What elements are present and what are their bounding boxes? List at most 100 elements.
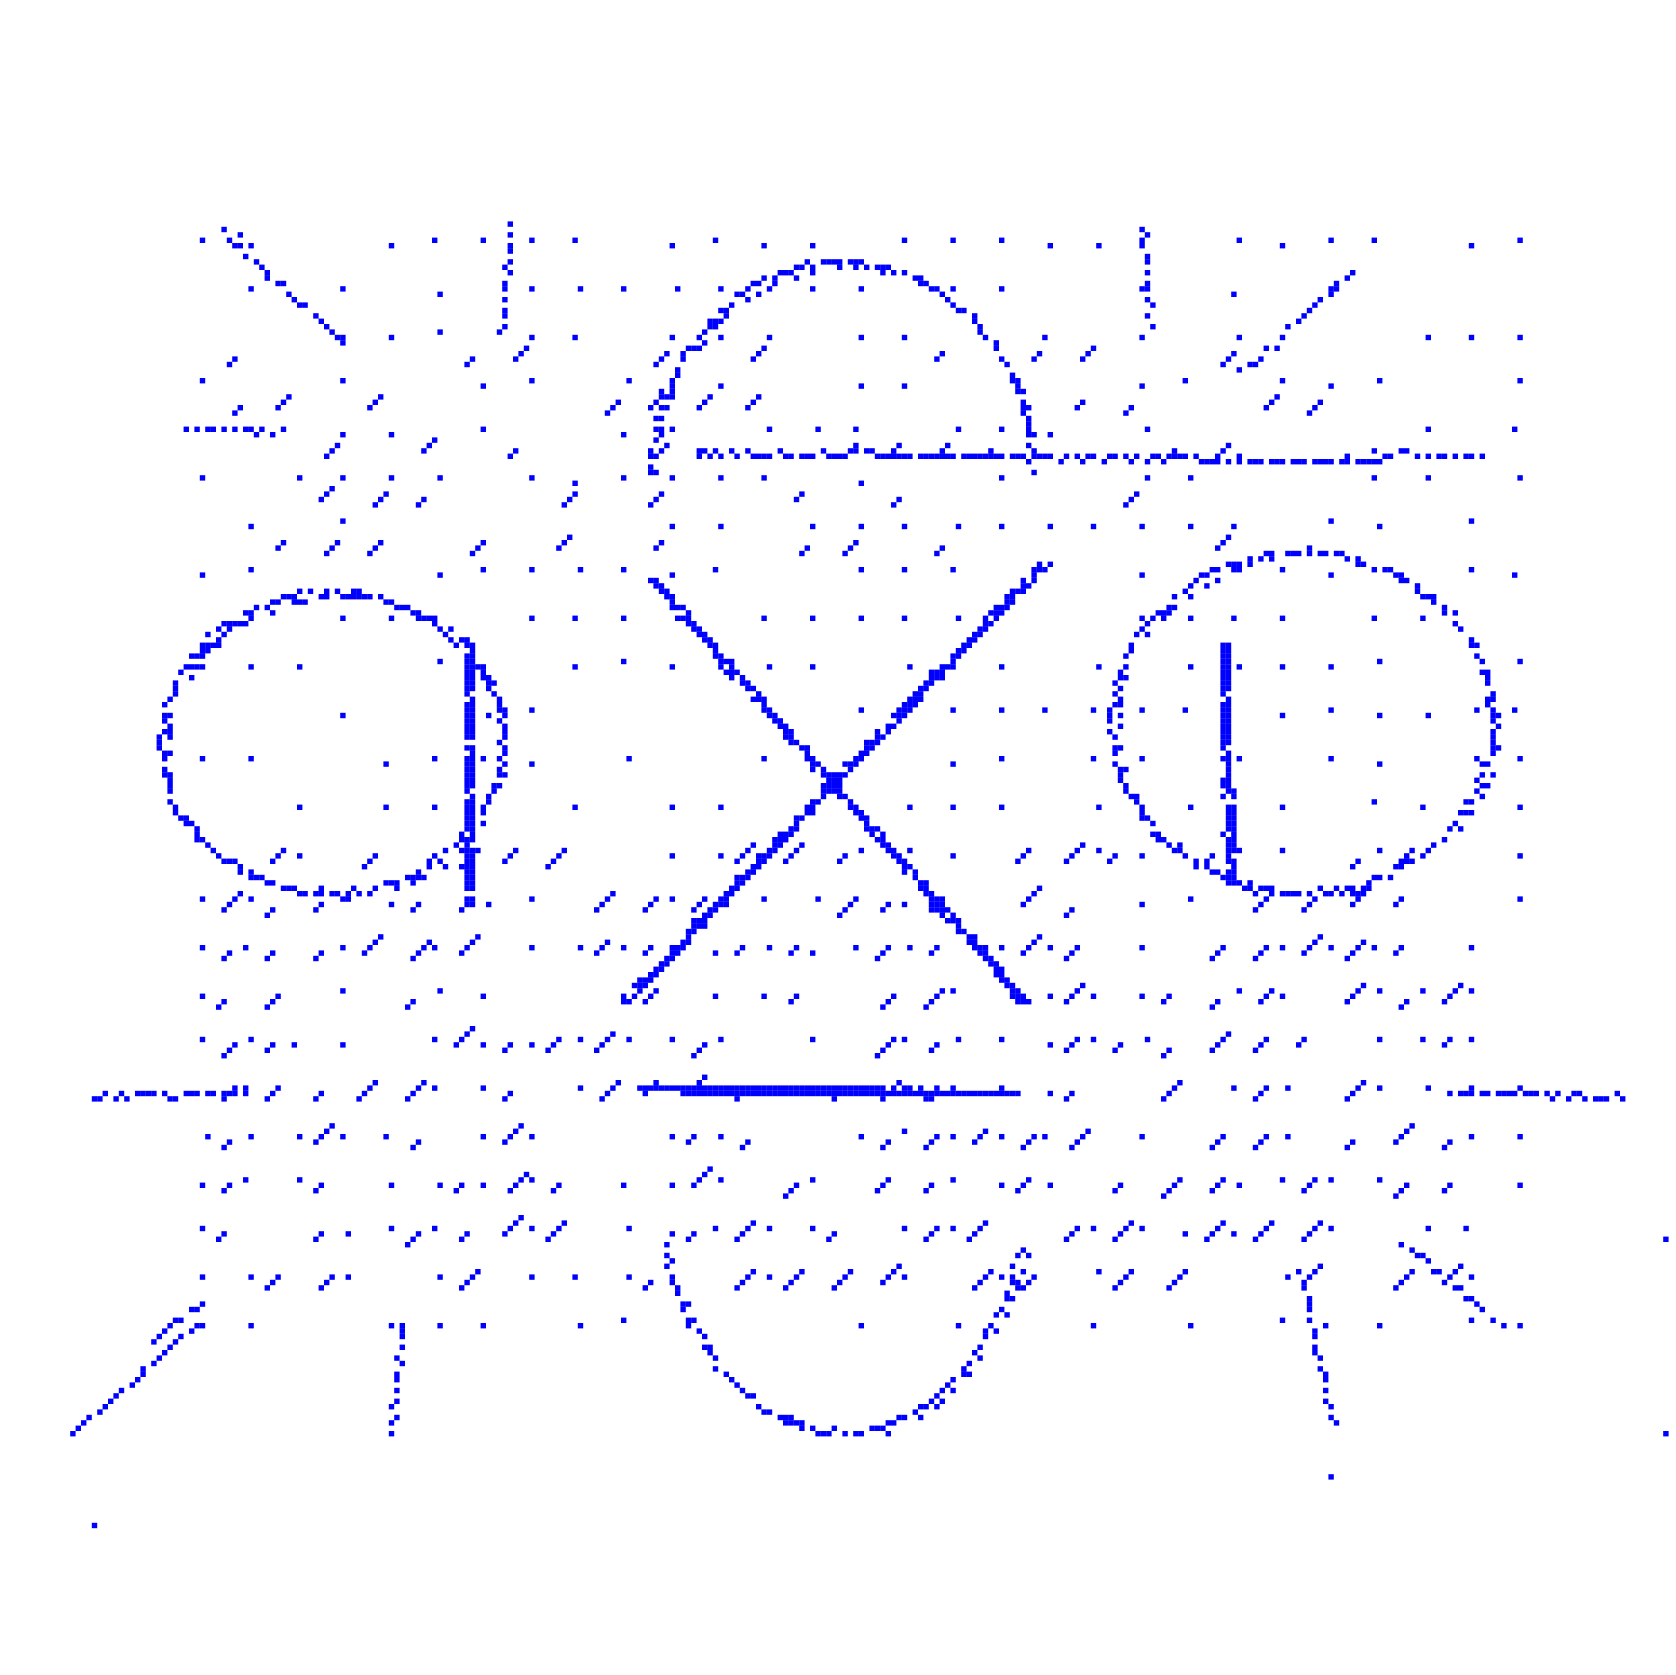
curve-dot: [826, 772, 832, 778]
curve-dot: [658, 426, 665, 432]
curve-dot: [945, 1090, 951, 1097]
curve-dot: [140, 1090, 146, 1097]
grid-dot: [199, 1182, 206, 1188]
curve-dot: [1026, 583, 1032, 589]
grid-dot: [907, 664, 913, 670]
hatch-dot: [891, 448, 897, 454]
hatch-dot: [691, 1053, 697, 1059]
curve-dot: [923, 685, 929, 692]
curve-dot: [658, 415, 665, 422]
hatch-dot: [648, 405, 654, 411]
curve-dot: [280, 885, 287, 891]
curve-dot: [1231, 869, 1237, 875]
curve-dot: [928, 675, 935, 681]
hatch-dot: [826, 1236, 832, 1242]
grid-dot: [1182, 378, 1188, 384]
grid-dot: [1468, 1134, 1475, 1140]
hatch-dot: [1026, 1139, 1032, 1145]
curve-dot: [1593, 1096, 1599, 1102]
curve-dot: [1009, 1263, 1016, 1269]
curve-dot: [901, 864, 908, 870]
curve-dot: [820, 448, 827, 454]
curve-dot: [972, 945, 978, 951]
curve-dot: [1290, 459, 1296, 465]
curve-dot: [961, 1371, 967, 1377]
curve-dot: [334, 588, 341, 594]
curve-dot: [91, 1096, 98, 1102]
curve-dot: [1495, 745, 1502, 751]
hatch-dot: [270, 1090, 276, 1097]
grid-dot: [1279, 378, 1286, 384]
grid-dot: [1328, 518, 1334, 524]
curve-dot: [1355, 891, 1361, 897]
curve-dot: [1398, 864, 1404, 870]
curve-dot: [777, 842, 783, 848]
hatch-dot: [891, 1269, 897, 1275]
curve-dot: [702, 1085, 708, 1091]
grid-dot: [248, 567, 254, 573]
hatch-dot: [788, 1188, 794, 1194]
hatch-dot: [928, 1047, 935, 1053]
hatch-dot: [313, 1096, 319, 1102]
hatch-dot: [318, 1090, 324, 1097]
grid-dot: [572, 804, 578, 810]
curve-dot: [1522, 1090, 1529, 1097]
hatch-dot: [923, 1188, 929, 1194]
grid-dot: [1328, 1225, 1334, 1232]
hatch-dot: [232, 896, 238, 902]
curve-dot: [1479, 793, 1485, 800]
curve-dot: [999, 610, 1005, 616]
hatch-dot: [685, 1236, 692, 1242]
curve-dot: [464, 756, 470, 762]
hatch-dot: [1258, 1139, 1264, 1145]
curve-dot: [1485, 680, 1491, 686]
grid-dot: [950, 286, 956, 292]
curve-dot: [820, 1085, 827, 1091]
grid-dot: [1517, 1182, 1523, 1188]
hatch-dot: [1398, 858, 1404, 864]
curve-dot: [928, 901, 935, 908]
curve-dot: [658, 961, 665, 967]
hatch-dot: [977, 950, 983, 956]
curve-dot: [777, 831, 783, 837]
hatch-dot: [550, 858, 557, 864]
curve-dot: [486, 685, 492, 692]
curve-dot: [1144, 313, 1151, 319]
hatch-dot: [793, 847, 800, 854]
curve-dot: [928, 669, 935, 675]
hatch-dot: [934, 1042, 940, 1048]
grid-dot: [529, 1042, 535, 1048]
curve-dot: [1004, 1312, 1010, 1318]
hatch-dot: [982, 1220, 989, 1226]
grid-dot: [577, 286, 584, 292]
hatch-dot: [415, 950, 422, 956]
curve-dot: [189, 820, 195, 827]
curve-dot: [1328, 1414, 1334, 1421]
curve-dot: [329, 329, 335, 335]
curve-dot: [691, 345, 697, 351]
curve-dot: [129, 1382, 135, 1388]
curve-dot: [804, 1085, 810, 1091]
hatch-dot: [1128, 1220, 1134, 1226]
curve-dot: [108, 1398, 114, 1404]
grid-dot: [901, 334, 908, 341]
curve-dot: [264, 270, 270, 276]
hatch-dot: [853, 540, 859, 546]
hatch-dot: [1344, 1096, 1350, 1102]
grid-dot: [1139, 804, 1145, 810]
curve-dot: [437, 626, 443, 632]
curve-dot: [669, 594, 675, 600]
curve-dot: [675, 367, 681, 373]
hatch-dot: [1393, 1139, 1399, 1145]
hatch-dot: [939, 448, 945, 454]
curve-dot: [680, 604, 686, 611]
hatch-dot: [696, 453, 702, 459]
curve-dot: [1036, 567, 1043, 573]
grid-dot: [621, 615, 627, 621]
hatch-dot: [313, 1188, 319, 1194]
hatch-dot: [1355, 945, 1361, 951]
hatch-dot: [1209, 1188, 1215, 1194]
curve-dot: [464, 842, 470, 848]
hatch-dot: [232, 356, 238, 362]
